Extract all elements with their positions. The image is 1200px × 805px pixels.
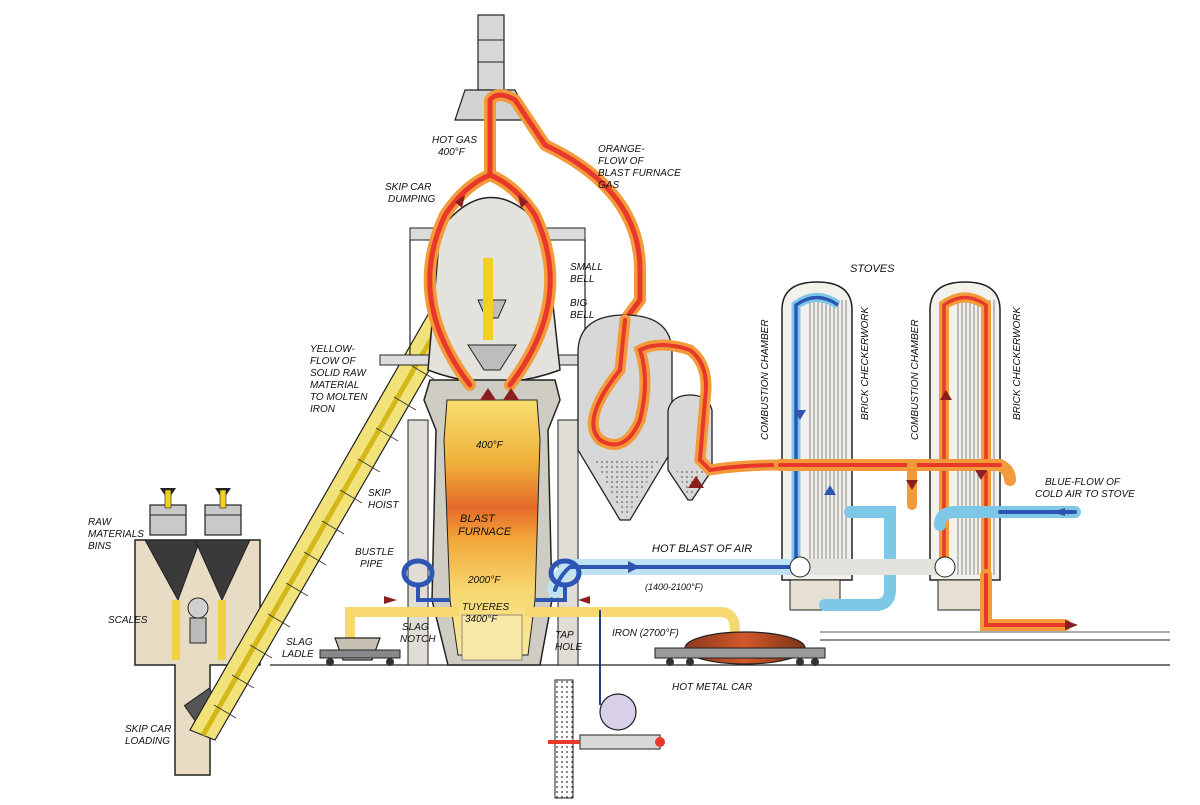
label-hot-metal-car: HOT METAL CAR <box>672 682 752 693</box>
bins-arrow-icon <box>160 488 231 509</box>
hot-metal-car <box>654 631 826 666</box>
label-combustion-chamber-1: COMBUSTION CHAMBER <box>760 319 771 440</box>
blast-furnace-interior <box>443 399 541 656</box>
label-stoves: STOVES <box>850 263 895 275</box>
hearth <box>461 614 523 661</box>
label-combustion-chamber-2: COMBUSTION CHAMBER <box>910 319 921 440</box>
blower-fan-icon <box>548 610 665 799</box>
label-brick-checkerwork-1: BRICK CHECKERWORK <box>860 306 871 420</box>
stove-2 <box>929 281 1001 611</box>
big-bell <box>467 344 517 371</box>
gas-flow <box>423 89 646 391</box>
label-hot-blast-temp: (1400-2100°F) <box>645 582 703 592</box>
scales <box>187 597 209 644</box>
dust-catcher-gas <box>587 314 786 476</box>
stove-1 <box>781 281 853 611</box>
raw-materials-building <box>134 488 261 776</box>
slag-ladle <box>319 637 401 666</box>
label-brick-checkerwork-2: BRICK CHECKERWORK <box>1012 306 1023 420</box>
flow-arrow-icon <box>384 195 1078 630</box>
hot-blast-main <box>547 556 956 598</box>
waste-gas-out <box>980 569 1071 631</box>
iron-flow <box>345 607 740 645</box>
label-iron: IRON (2700°F) <box>612 628 679 639</box>
raw-materials-bins <box>144 504 251 602</box>
bustle-pipe <box>401 558 582 602</box>
label-hot-blast: HOT BLAST OF AIR <box>652 543 752 555</box>
label-scales: SCALES <box>108 615 148 626</box>
label-temp-mid: 2000°F <box>467 575 501 586</box>
label-temp-top: 400°F <box>476 440 504 451</box>
